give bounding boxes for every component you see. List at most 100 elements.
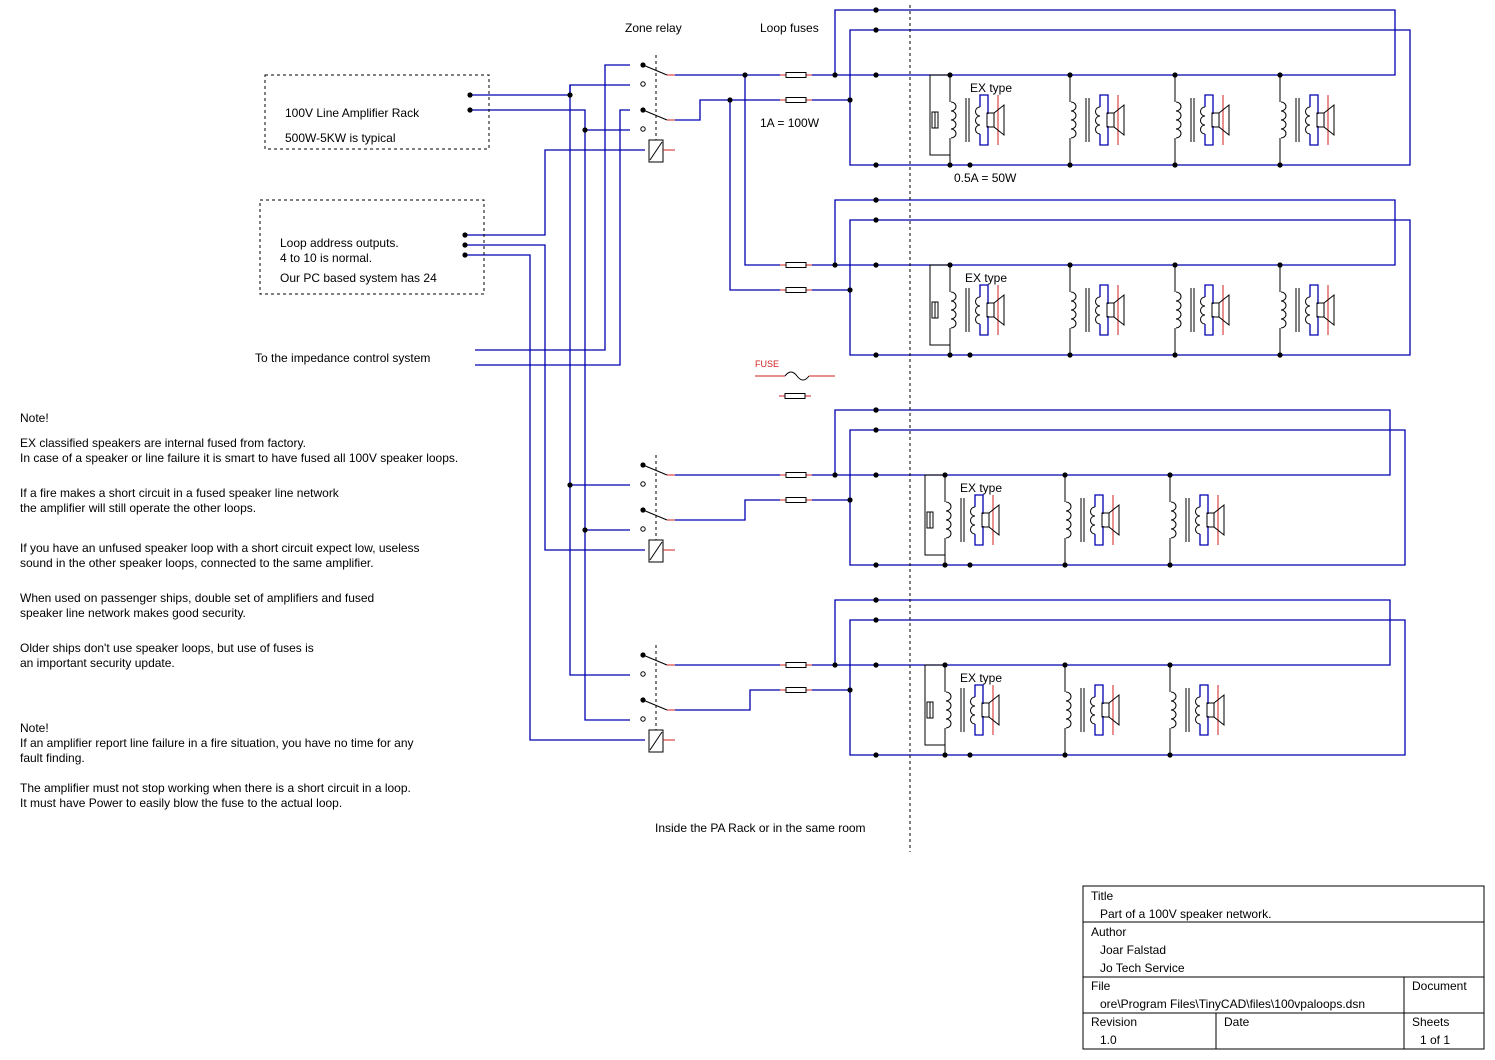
- speaker-magnet: [1206, 512, 1215, 528]
- junction-dot: [847, 497, 853, 503]
- loop-fuse: [785, 662, 807, 668]
- speaker-lead: [974, 684, 984, 704]
- note-line: EX classified speakers are internal fuse…: [20, 436, 306, 450]
- speaker-lead: [974, 494, 984, 514]
- loop-fuse: [784, 393, 806, 399]
- speaker-cone: [988, 503, 1000, 537]
- wire: [849, 429, 1406, 566]
- transformer-winding: [1065, 501, 1072, 539]
- wire: [675, 689, 780, 711]
- junction-dot: [873, 7, 879, 13]
- junction-dot: [942, 752, 948, 758]
- junction-dot: [462, 232, 468, 238]
- note-line: In case of a speaker or line failure it …: [20, 451, 458, 465]
- date-label: Date: [1224, 1015, 1250, 1029]
- junction-dot: [942, 472, 948, 478]
- speaker-lead: [1099, 94, 1109, 114]
- sheets-value: 1 of 1: [1420, 1033, 1450, 1047]
- junction-dot: [873, 407, 879, 413]
- speaker-cone: [1323, 103, 1335, 137]
- transformer-winding: [1280, 101, 1287, 139]
- junction-dot: [967, 752, 973, 758]
- speaker-lead: [1204, 284, 1214, 304]
- revision-label: Revision: [1091, 1015, 1137, 1029]
- loop-address-line1: Loop address outputs.: [280, 236, 399, 250]
- junction-dot: [1167, 752, 1173, 758]
- fuse-rating-05a-label: 0.5A = 50W: [954, 171, 1017, 185]
- speaker-cone: [1108, 503, 1120, 537]
- speaker-cone: [1113, 103, 1125, 137]
- secondary-winding: [1200, 106, 1206, 135]
- wire: [675, 99, 780, 121]
- secondary-winding: [975, 106, 981, 135]
- loop-fuse: [785, 97, 807, 103]
- junction-dot: [967, 352, 973, 358]
- speaker-lead: [1199, 684, 1209, 704]
- junction-dot: [873, 597, 879, 603]
- junction-dot: [1172, 72, 1178, 78]
- speaker-magnet: [986, 112, 995, 128]
- junction-layer: [462, 7, 1283, 758]
- junction-dot: [1067, 352, 1073, 358]
- speaker-lead: [1199, 526, 1209, 546]
- title-block: Title Part of a 100V speaker network. Au…: [1082, 885, 1485, 1050]
- junction-dot: [847, 687, 853, 693]
- junction-dot: [847, 287, 853, 293]
- note-line: When used on passenger ships, double set…: [20, 591, 374, 605]
- junction-dot: [967, 162, 973, 168]
- transformer-winding: [1280, 291, 1287, 329]
- junction-dot: [942, 662, 948, 668]
- ex-type-label-3: EX type: [960, 481, 1002, 495]
- note-line: the amplifier will still operate the oth…: [20, 501, 256, 515]
- impedance-control-label: To the impedance control system: [255, 351, 430, 365]
- speaker-lead: [979, 94, 989, 114]
- junction-dot: [947, 162, 953, 168]
- speaker-lead: [1309, 126, 1319, 146]
- junction-dot: [640, 462, 646, 468]
- junction-dot: [640, 697, 646, 703]
- junction-dot: [467, 107, 473, 113]
- junction-dot: [467, 92, 473, 98]
- title-label: Title: [1091, 889, 1114, 903]
- relay-coil-mark: [649, 731, 663, 751]
- junction-dot: [1277, 262, 1283, 268]
- speaker-magnet: [1316, 112, 1325, 128]
- junction-dot: [832, 72, 838, 78]
- loop-fuse: [785, 497, 807, 503]
- junction-dot: [462, 242, 468, 248]
- relay-contact-arm: [642, 654, 668, 666]
- note-line: The amplifier must not stop working when…: [20, 781, 411, 795]
- transformer-winding: [945, 691, 952, 729]
- junction-dot: [742, 72, 748, 78]
- speaker-lead: [979, 284, 989, 304]
- junction-dot: [873, 27, 879, 33]
- transformer-winding: [1170, 691, 1177, 729]
- junction-dot: [873, 562, 879, 568]
- junction-dot: [967, 562, 973, 568]
- secondary-winding: [1305, 296, 1311, 325]
- wire: [834, 599, 1391, 666]
- loop-address-line2: 4 to 10 is normal.: [280, 251, 372, 265]
- contact-terminal: [640, 671, 646, 677]
- speaker-magnet: [1101, 702, 1110, 718]
- junction-dot: [832, 472, 838, 478]
- notes-block: Note! EX classified speakers are interna…: [20, 411, 458, 810]
- relay-coil: [648, 729, 664, 753]
- speaker-lead: [1204, 126, 1214, 146]
- fuse-lead: [924, 474, 945, 556]
- junction-dot: [947, 352, 953, 358]
- speaker-lead: [1309, 316, 1319, 336]
- speaker-lead: [1099, 126, 1109, 146]
- speaker-magnet: [1316, 302, 1325, 318]
- relay-coil: [648, 139, 664, 163]
- fuse-lead: [929, 264, 950, 346]
- relay-contact-arm: [642, 509, 668, 521]
- wire: [834, 9, 1396, 76]
- fuse-lead: [924, 664, 945, 746]
- amplifier-rack-line1: 100V Line Amplifier Rack: [285, 106, 420, 120]
- junction-dot: [1067, 72, 1073, 78]
- relay-contact-arm: [642, 64, 668, 76]
- junction-dot: [1062, 472, 1068, 478]
- speaker-lead: [974, 526, 984, 546]
